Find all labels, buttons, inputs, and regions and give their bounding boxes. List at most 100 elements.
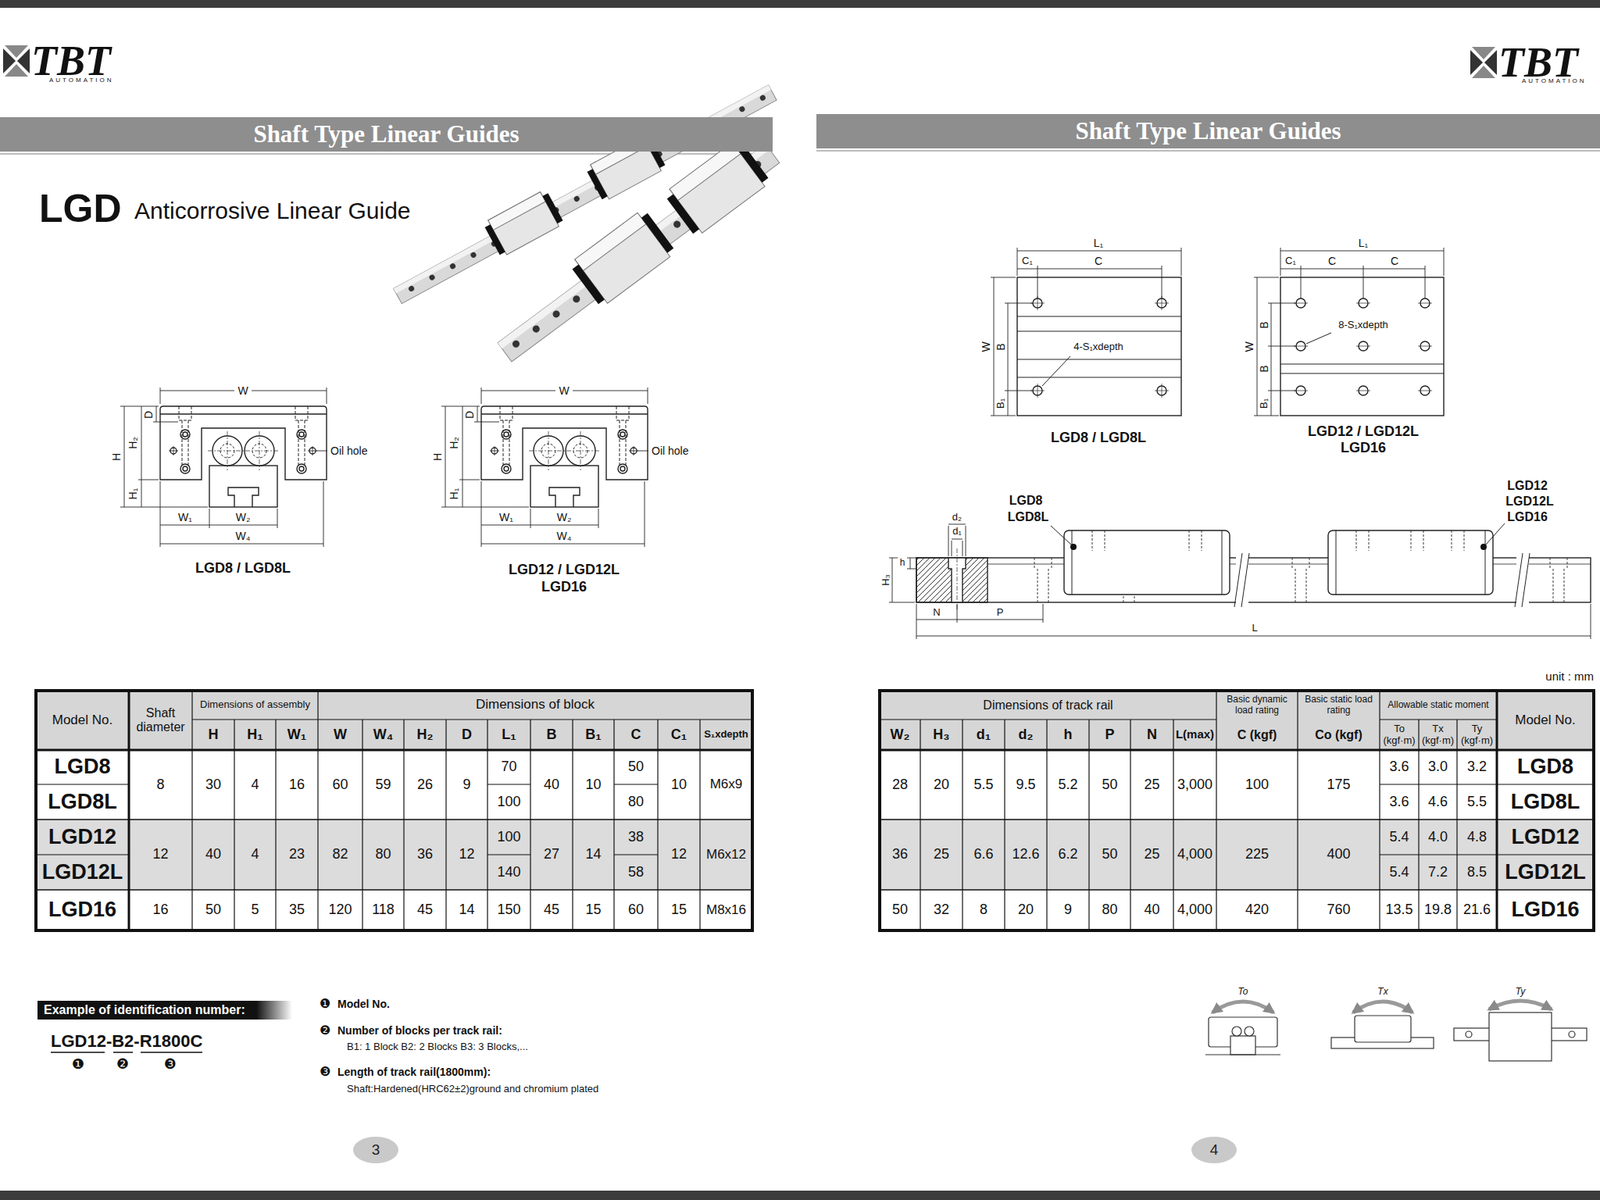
table-cell: LGD8L [37,785,128,818]
moment-label: To [1238,986,1249,998]
table-cell: 58 [615,856,657,889]
page-number: 3 [371,1141,381,1159]
table-cell: 7.2 [1420,856,1456,889]
table-cell: P [1090,721,1129,749]
dimension-label: B [1258,364,1270,372]
table-shading [35,819,753,890]
dimension-label: W [558,384,569,397]
dimension-label: H [110,453,122,461]
table-cell: 40 [1132,891,1172,929]
table-cell: 19.8 [1420,891,1456,929]
dimension-label: B₁ [996,397,1007,408]
table-cell: 15 [659,891,699,929]
dimension-label: W₁ [499,510,514,524]
table-cell: B₁ [574,721,613,749]
example-label: Example of identification number: [43,1003,246,1017]
dimension-label: W₁ [178,510,193,524]
dimension-label: P [996,607,1004,619]
table-cell: 27 [532,821,572,889]
unit-note: unit : mm [1545,669,1594,683]
table-cell: 70 [489,751,529,783]
table-cell: 80 [1090,891,1129,929]
table-cell: 8 [964,891,1004,929]
table-rule [487,783,531,785]
dimension-label: D [464,410,475,419]
table-cell: M6x9 [701,751,751,818]
table-cell: 9.5 [1006,751,1046,818]
dimension-label: B [1258,321,1270,329]
figure-caption: LGD16 [541,578,587,596]
table-cell: D [447,721,486,749]
dimension-label: H₁ [127,488,139,500]
dimension-label: H₂ [127,436,139,450]
callout-label: LGD8 [1009,493,1043,508]
table-cell: Model No. [37,692,128,749]
table-cell: 3,000 [1175,751,1215,818]
dimension-label: B [995,342,1007,350]
model-subheading: Anticorrosive Linear Guide [134,197,411,225]
table-cell: 5.4 [1381,821,1418,854]
table-cell: 100 [1217,751,1297,818]
table-cell: 4 [235,821,275,889]
table-cell: 400 [1299,821,1379,889]
table-cell: 45 [405,891,445,929]
callout-number: ❸ [319,1064,331,1079]
table-cell: 225 [1217,821,1297,889]
dimension-label: W₂ [557,510,572,524]
table-cell: 35 [277,891,317,929]
dimension-label: H [432,453,443,461]
table-rule [1378,690,1380,931]
table-cell: Co (kgf) [1299,721,1379,749]
note-text: Shaft:Hardened(HRC62±2)ground and chromi… [346,1083,599,1096]
table-cell: 5.5 [1458,785,1496,818]
table-rule [1496,690,1499,931]
table-cell: LGD12 [1498,821,1593,854]
table-rule [35,889,753,891]
dimension-label: D [142,410,154,419]
figure-caption: LGD16 [1340,439,1386,457]
table-rule [35,853,129,855]
callout-label: LGD16 [1507,510,1548,525]
table-cell: 118 [364,891,403,929]
table-cell: W₂ [881,721,919,749]
table-rule [879,718,1217,720]
table-rule [614,783,658,785]
table-cell: 16 [277,751,317,818]
callout-number: ❸ [164,1056,177,1073]
logo-subtext: AUTOMATION [49,76,115,84]
dimension-label: L₁ [1093,236,1104,250]
table-shading [35,690,753,750]
dimension-label: C₁ [1021,255,1033,268]
table-cell: 4.8 [1458,821,1496,854]
title-band: Shaft Type Linear Guides [816,114,1600,149]
table-rule [1379,783,1594,785]
table-cell: 4,000 [1175,891,1215,929]
table-rule [35,749,753,752]
table-cell: 50 [193,891,233,929]
dimension-label: N [932,607,940,619]
table-cell: W₁ [277,721,317,749]
table-cell: 25 [1132,751,1172,818]
callout-label: 4-S₁xdepth [1071,341,1126,354]
table-cell: 21.6 [1458,891,1496,929]
table-rule [879,818,1594,821]
table-cell: 32 [921,891,961,929]
page-number: 4 [1210,1141,1219,1159]
table-cell: 50 [1090,751,1129,818]
table-rule [35,783,129,785]
note-heading: Number of blocks per track rail: [337,1024,503,1037]
table-cell: 140 [489,856,529,889]
band-title: Shaft Type Linear Guides [1075,117,1341,146]
figure-caption: LGD8 / LGD8L [195,560,291,577]
table-cell: 60 [615,891,657,929]
table-cell: LGD16 [37,891,128,929]
dimension-label: W [1243,341,1255,352]
table-cell: 4,000 [1175,821,1215,889]
figure-caption: LGD12 / LGD12L [508,561,620,579]
table-cell: H₂ [405,721,445,749]
table-cell: 3.0 [1420,751,1456,783]
table-border [879,690,1594,931]
dimension-label: C [1328,254,1336,268]
title-band: Shaft Type Linear Guides [0,117,773,152]
